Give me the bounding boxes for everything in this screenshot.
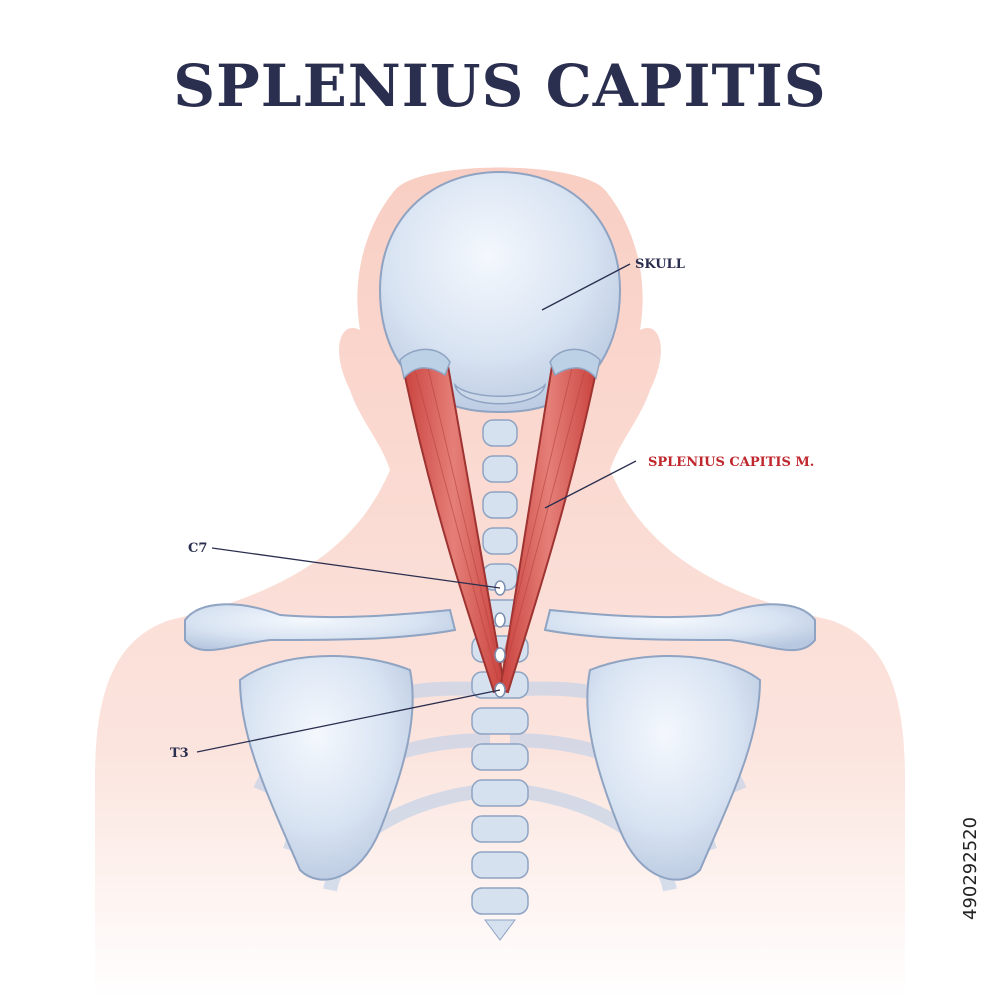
vertebra [482,491,518,519]
vertebra [482,527,518,555]
muscle-leader [544,460,637,509]
right-muscle-tendon [549,348,601,380]
vertebra [471,887,529,915]
c7-leader [211,547,501,589]
skull-base [453,382,547,405]
page-title: Splenius capitis [173,52,827,120]
left-clavicle [184,603,457,652]
vertebra [471,851,529,879]
skull-label: SKULL [635,257,685,272]
right-clavicle [543,603,816,652]
right-scapula [586,655,762,881]
stock-image-id: 490292520 [960,816,981,920]
vertebra [482,455,518,483]
leader-lines [196,263,637,753]
vertebra [471,707,529,735]
spine-tail [484,919,516,941]
splenius-capitis-muscles [399,348,601,694]
t3-label: T3 [170,746,189,761]
vertebra [482,419,518,447]
left-scapula [238,655,414,881]
vertebra [471,815,529,843]
vertebra [471,779,529,807]
t3-leader [196,689,501,753]
c7-label: C7 [188,541,207,556]
skull-leader [541,263,631,311]
vertebra [471,743,529,771]
splenius-capitis-label: SPLENIUS CAPITIS M. [648,455,814,470]
left-muscle-tendon [399,348,451,380]
